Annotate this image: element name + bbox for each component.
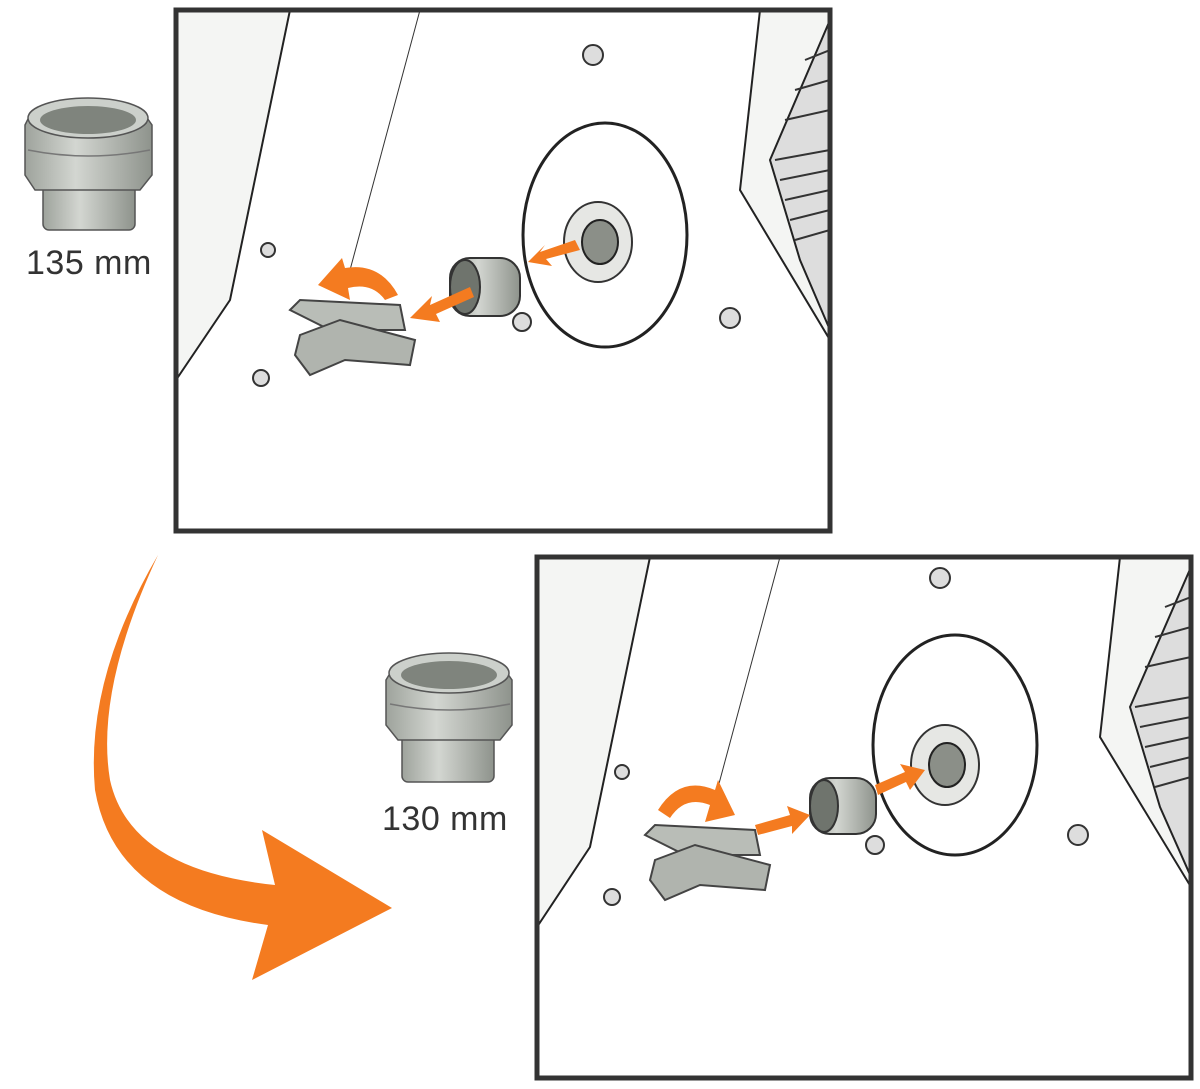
adapter-135mm-label: 135 mm [26,244,152,282]
panel-before-frame [173,7,833,534]
arrow-icons [658,764,925,835]
adapter-130mm-label: 130 mm [382,800,508,838]
panel-after-frame [534,554,1194,1081]
transition-arrow-icon [93,555,393,980]
panel-before [176,10,830,531]
panel-after [537,557,1191,1078]
adapter-135mm-icon [24,97,153,231]
adapter-130mm-icon [385,652,513,783]
quick-release-lever-icon [288,298,417,377]
quick-release-lever-icon [643,823,772,902]
arrow-icons [318,240,580,322]
